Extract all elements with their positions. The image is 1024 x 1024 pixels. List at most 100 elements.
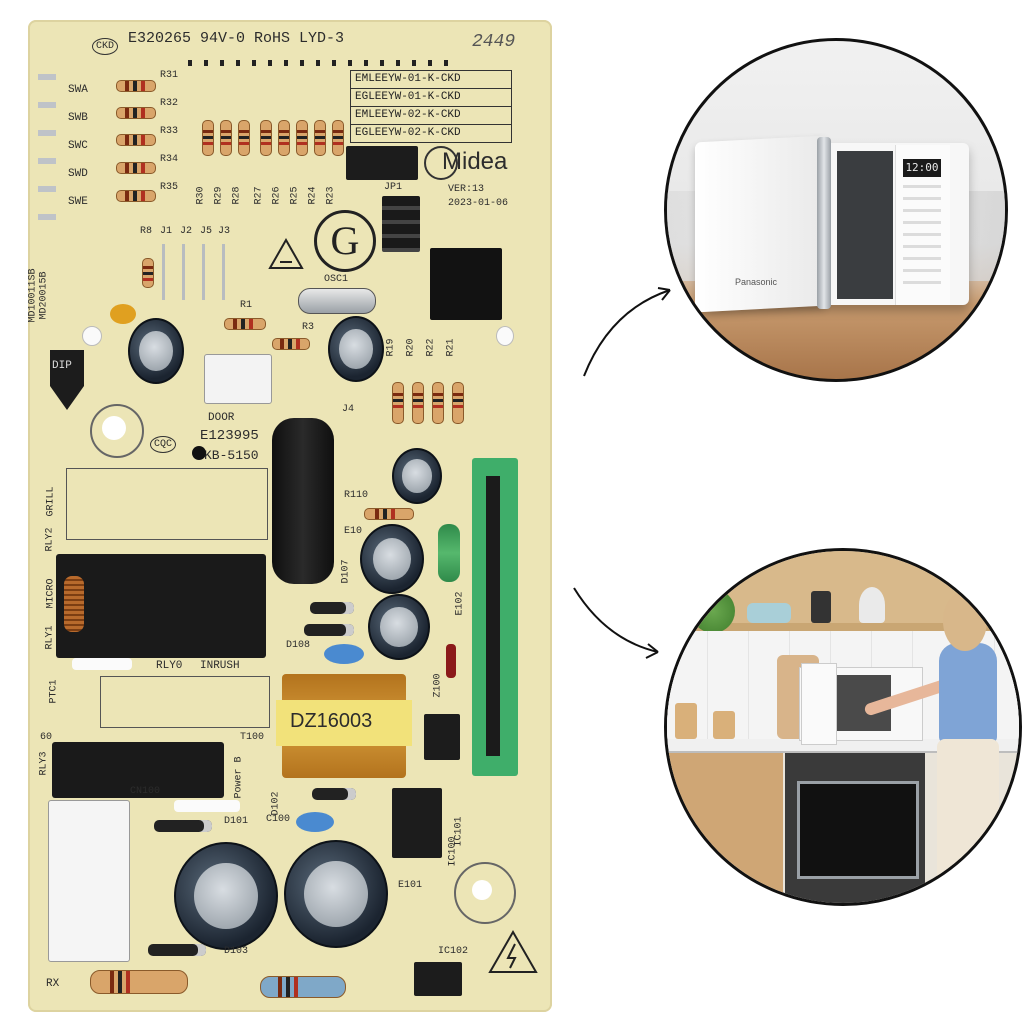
relay-grill xyxy=(52,742,224,798)
resistor-large xyxy=(90,970,188,994)
dip-marker xyxy=(50,350,84,410)
rx-label: RX xyxy=(46,978,60,990)
led-white xyxy=(496,326,514,346)
ptc-label: PTC1 xyxy=(48,679,60,704)
d108-label: D108 xyxy=(286,640,311,651)
black-dot xyxy=(192,446,206,460)
transformer-core xyxy=(276,700,412,746)
resistor xyxy=(116,107,156,119)
resistor xyxy=(452,382,464,424)
diode xyxy=(154,820,212,832)
relay-label: RLY3 xyxy=(38,751,50,776)
mounting-hole xyxy=(454,862,516,924)
cert-mark: CKD xyxy=(92,38,119,55)
g-logo: G xyxy=(314,210,376,272)
cn100-connector xyxy=(48,800,130,962)
resistor xyxy=(332,120,344,156)
diode xyxy=(304,624,354,636)
r110-label: R110 xyxy=(344,490,369,501)
arrow-to-bottom-photo xyxy=(573,587,659,659)
midea-logo xyxy=(424,146,458,180)
appliance-brand: Panasonic xyxy=(735,277,778,287)
transformer-label: DZ16003 xyxy=(290,710,373,732)
mounting-hole xyxy=(472,880,492,900)
model-row: EMLEEYW-02-K-CKD xyxy=(351,107,511,125)
woman-torso xyxy=(939,643,997,743)
r1-label: R1 xyxy=(240,300,253,311)
t100-label: T100 xyxy=(240,732,265,743)
side-code: MD20015B xyxy=(38,271,50,320)
ceramic-capacitor-blue xyxy=(296,812,334,832)
resistor-label: R32 xyxy=(160,98,179,109)
electrolytic-capacitor-large xyxy=(284,840,388,948)
resistor-label: R27 xyxy=(253,186,265,205)
model-row: EMLEEYW-01-K-CKD xyxy=(351,71,511,89)
ceramic-capacitor xyxy=(110,304,136,324)
resistor-label: R35 xyxy=(160,182,179,193)
model-table: EMLEEYW-01-K-CKD EGLEEYW-01-K-CKD EMLEEY… xyxy=(350,70,512,143)
switch-label: SWA xyxy=(68,84,88,96)
d107-label: D107 xyxy=(340,559,352,584)
resistor xyxy=(296,120,308,156)
ic100-label: IC100 xyxy=(447,836,459,867)
jar xyxy=(675,703,697,739)
component-label: R8 xyxy=(140,226,153,237)
white-connector-strip xyxy=(174,800,240,812)
resistor-label: R21 xyxy=(445,338,457,357)
d103-label: D103 xyxy=(224,946,249,957)
resistor xyxy=(412,382,424,424)
e101-label: E101 xyxy=(398,880,423,891)
plant xyxy=(691,589,735,633)
door-label: DOOR xyxy=(208,412,235,424)
scale xyxy=(859,587,885,623)
green-inductor xyxy=(438,524,460,582)
j4-label: J4 xyxy=(342,404,355,415)
diode xyxy=(148,944,206,956)
oven-window xyxy=(797,781,919,879)
resistor xyxy=(224,318,266,330)
electrolytic-capacitor xyxy=(368,594,430,660)
d102-label: D102 xyxy=(270,791,282,816)
resistor-label: R20 xyxy=(405,338,417,357)
keypad xyxy=(903,185,941,289)
component-label: J5 xyxy=(200,226,213,237)
microwave-door xyxy=(801,663,837,745)
resistor-label: R22 xyxy=(425,338,437,357)
pin-header-top xyxy=(188,60,448,66)
electrolytic-capacitor xyxy=(128,318,184,384)
ic-chip xyxy=(424,714,460,760)
ic-chip xyxy=(392,788,442,858)
ceramic-capacitor-blue xyxy=(324,644,364,664)
cn100-label: CN100 xyxy=(130,786,161,797)
relay-label: RLY1 xyxy=(44,625,56,650)
header-code: E320265 94V-0 RoHS LYD-3 xyxy=(128,30,345,47)
white-connector-strip xyxy=(72,658,132,670)
relay-coil-copper xyxy=(64,576,84,632)
electrolytic-capacitor xyxy=(328,316,384,382)
diode xyxy=(310,602,354,614)
resistor-label: R19 xyxy=(385,338,397,357)
led-white xyxy=(82,326,102,346)
relay-label: GRILL xyxy=(45,486,57,517)
e102-label: E102 xyxy=(454,591,466,616)
date: 2023-01-06 xyxy=(448,198,509,209)
component-label: J3 xyxy=(218,226,231,237)
resistor-label: R29 xyxy=(213,186,225,205)
countertop xyxy=(667,739,1019,753)
relay-label: MICRO xyxy=(45,578,57,609)
display: 12:00 xyxy=(903,159,941,177)
resistor-label: R25 xyxy=(289,186,301,205)
switch-label: SWD xyxy=(68,168,88,180)
edge-connector-pins xyxy=(38,74,56,224)
switch-label: SWB xyxy=(68,112,88,124)
switch-column: SWA SWB SWC SWD SWE R31 R32 R33 R34 R35 xyxy=(42,70,202,220)
door-handle xyxy=(817,137,831,309)
component-label: J2 xyxy=(180,226,193,237)
zener-diode xyxy=(446,644,456,678)
resistor xyxy=(116,162,156,174)
arrow-to-top-photo xyxy=(583,287,671,377)
woman-legs xyxy=(937,739,999,903)
microwave-cavity xyxy=(837,151,893,299)
sixty-label: 60 xyxy=(40,732,53,743)
resistor-label: R31 xyxy=(160,70,179,81)
